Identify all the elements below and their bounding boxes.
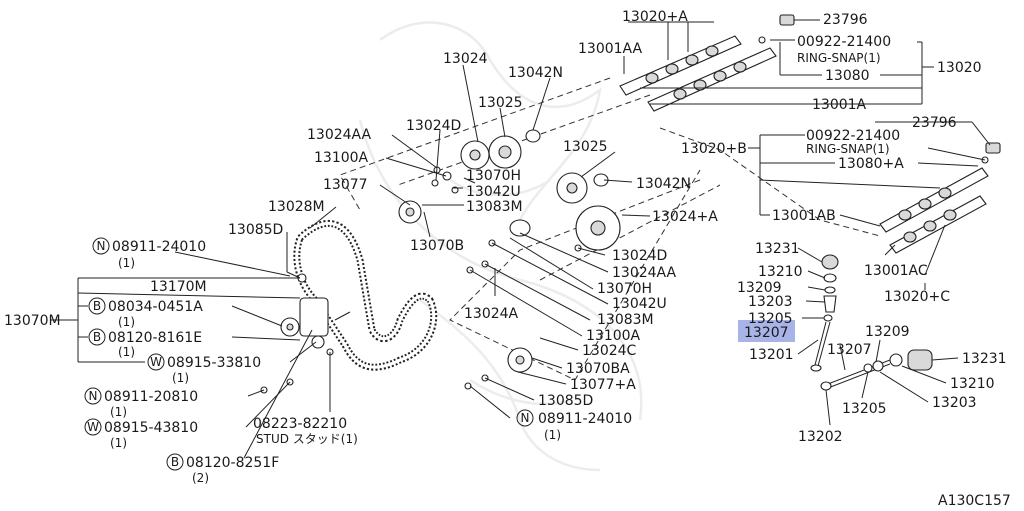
label-00922-a: 00922-21400	[797, 34, 891, 50]
circled-w-2: W	[87, 420, 99, 434]
label-13025-a: 13025	[478, 95, 523, 111]
circled-b-1: B	[93, 299, 101, 313]
label-13024-plus-a: 13024+A	[652, 209, 718, 225]
label-08911-24010-a: 08911-24010	[112, 239, 206, 255]
label-13042n-a: 13042N	[508, 65, 563, 81]
label-13085d-a: 13085D	[228, 222, 283, 238]
label-08915-43810: 08915-43810	[104, 420, 198, 436]
label-13207-b: 13207	[827, 342, 872, 358]
label-13202: 13202	[798, 429, 843, 445]
label-08911-24010-b-qty: (1)	[544, 428, 561, 442]
label-13070ba: 13070BA	[566, 361, 630, 377]
label-13025-b: 13025	[563, 139, 608, 155]
label-13210-b: 13210	[950, 376, 995, 392]
label-08223-82210: 08223-82210	[253, 416, 347, 432]
label-13070h-b: 13070H	[597, 281, 652, 297]
camshaft-upper	[619, 14, 795, 112]
circled-n-3: N	[521, 411, 530, 425]
label-13024d-b: 13024D	[612, 248, 667, 264]
label-13210-a: 13210	[758, 264, 803, 280]
label-08120-8251f: 08120-8251F	[186, 455, 279, 471]
label-13203-a: 13203	[748, 294, 793, 310]
circled-b-2: B	[93, 330, 101, 344]
label-13020-a: 13020+A	[622, 9, 688, 25]
label-ring-snap-a: RING-SNAP(1)	[797, 51, 881, 65]
label-08223-stud: STUD スタッド(1)	[256, 432, 358, 446]
label-13080: 13080	[825, 68, 870, 84]
label-13231-b: 13231	[962, 351, 1007, 367]
label-08911-24010-a-qty: (1)	[118, 256, 135, 270]
diagram-code: A130C157	[938, 493, 1011, 509]
label-13209-b: 13209	[865, 324, 910, 340]
circled-w-1: W	[150, 355, 162, 369]
label-00922-b: 00922-21400	[806, 128, 900, 144]
label-13083m-a: 13083M	[466, 199, 523, 215]
label-13205-b: 13205	[842, 401, 887, 417]
label-13085d-b: 13085D	[538, 393, 593, 409]
label-13100a-b: 13100A	[586, 328, 641, 344]
label-13170m: 13170M	[150, 279, 207, 295]
label-08915-43810-qty: (1)	[110, 436, 127, 450]
pulleys	[398, 129, 621, 390]
part-labels: 13020+A 23796 00922-21400 RING-SNAP(1) 1…	[4, 9, 1011, 509]
label-13024aa-a: 13024AA	[307, 127, 372, 143]
label-13100a-a: 13100A	[314, 150, 369, 166]
label-13203-b: 13203	[932, 395, 977, 411]
label-13001ab: 13001AB	[772, 208, 836, 224]
circled-n-2: N	[89, 389, 98, 403]
camshaft-lower	[879, 142, 1001, 254]
label-13020-plus-b: 13020+B	[681, 141, 747, 157]
label-13042n-b: 13042N	[636, 176, 691, 192]
label-13070m: 13070M	[4, 313, 61, 329]
highlight-box-13207	[738, 320, 795, 342]
label-08911-20810-qty: (1)	[110, 405, 127, 419]
label-13083m-b: 13083M	[597, 312, 654, 328]
label-08915-33810: 08915-33810	[167, 355, 261, 371]
label-13028m: 13028M	[268, 199, 325, 215]
label-13024aa-b: 13024AA	[612, 265, 677, 281]
label-13024c: 13024C	[582, 343, 637, 359]
label-13205-a: 13205	[748, 311, 793, 327]
label-08911-20810: 08911-20810	[104, 389, 198, 405]
label-13209-a: 13209	[737, 280, 782, 296]
label-13020: 13020	[937, 60, 982, 76]
label-13231-a: 13231	[755, 241, 800, 257]
label-13001ac: 13001AC	[864, 263, 928, 279]
tensioner-assembly	[260, 273, 351, 394]
circled-b-3: B	[171, 455, 179, 469]
label-13024a: 13024A	[464, 306, 519, 322]
leader-lines	[50, 19, 991, 459]
label-13070h-a: 13070H	[466, 168, 521, 184]
label-08120-8161e-qty: (1)	[118, 345, 135, 359]
circled-n-1: N	[97, 239, 106, 253]
label-13024: 13024	[443, 51, 488, 67]
valve-train	[810, 254, 933, 391]
label-13042u-b: 13042U	[612, 296, 667, 312]
label-13080-plus-a: 13080+A	[838, 156, 904, 172]
circled-markers: N B B W N W B N	[84, 237, 534, 471]
label-13042u-a: 13042U	[466, 184, 521, 200]
label-08911-24010-b: 08911-24010	[538, 411, 632, 427]
label-13077-plus-a: 13077+A	[570, 377, 636, 393]
label-ring-snap-b: RING-SNAP(1)	[806, 142, 890, 156]
label-13024d-a: 13024D	[406, 118, 461, 134]
label-13070b: 13070B	[410, 238, 464, 254]
timing-belt	[293, 219, 438, 371]
label-13077: 13077	[323, 177, 368, 193]
label-13020-plus-c: 13020+C	[884, 289, 950, 305]
label-13201: 13201	[749, 347, 794, 363]
label-08034-0451a: 08034-0451A	[108, 299, 203, 315]
label-13207-highlighted: 13207	[744, 325, 789, 341]
label-08034-qty: (1)	[118, 315, 135, 329]
label-08120-8161e: 08120-8161E	[108, 330, 202, 346]
label-08120-8251f-qty: (2)	[192, 471, 209, 485]
label-13001a: 13001A	[812, 97, 867, 113]
label-13001aa: 13001AA	[578, 41, 643, 57]
label-08915-33810-qty: (1)	[172, 371, 189, 385]
label-23796-b: 23796	[912, 115, 957, 131]
label-23796-a: 23796	[823, 12, 868, 28]
